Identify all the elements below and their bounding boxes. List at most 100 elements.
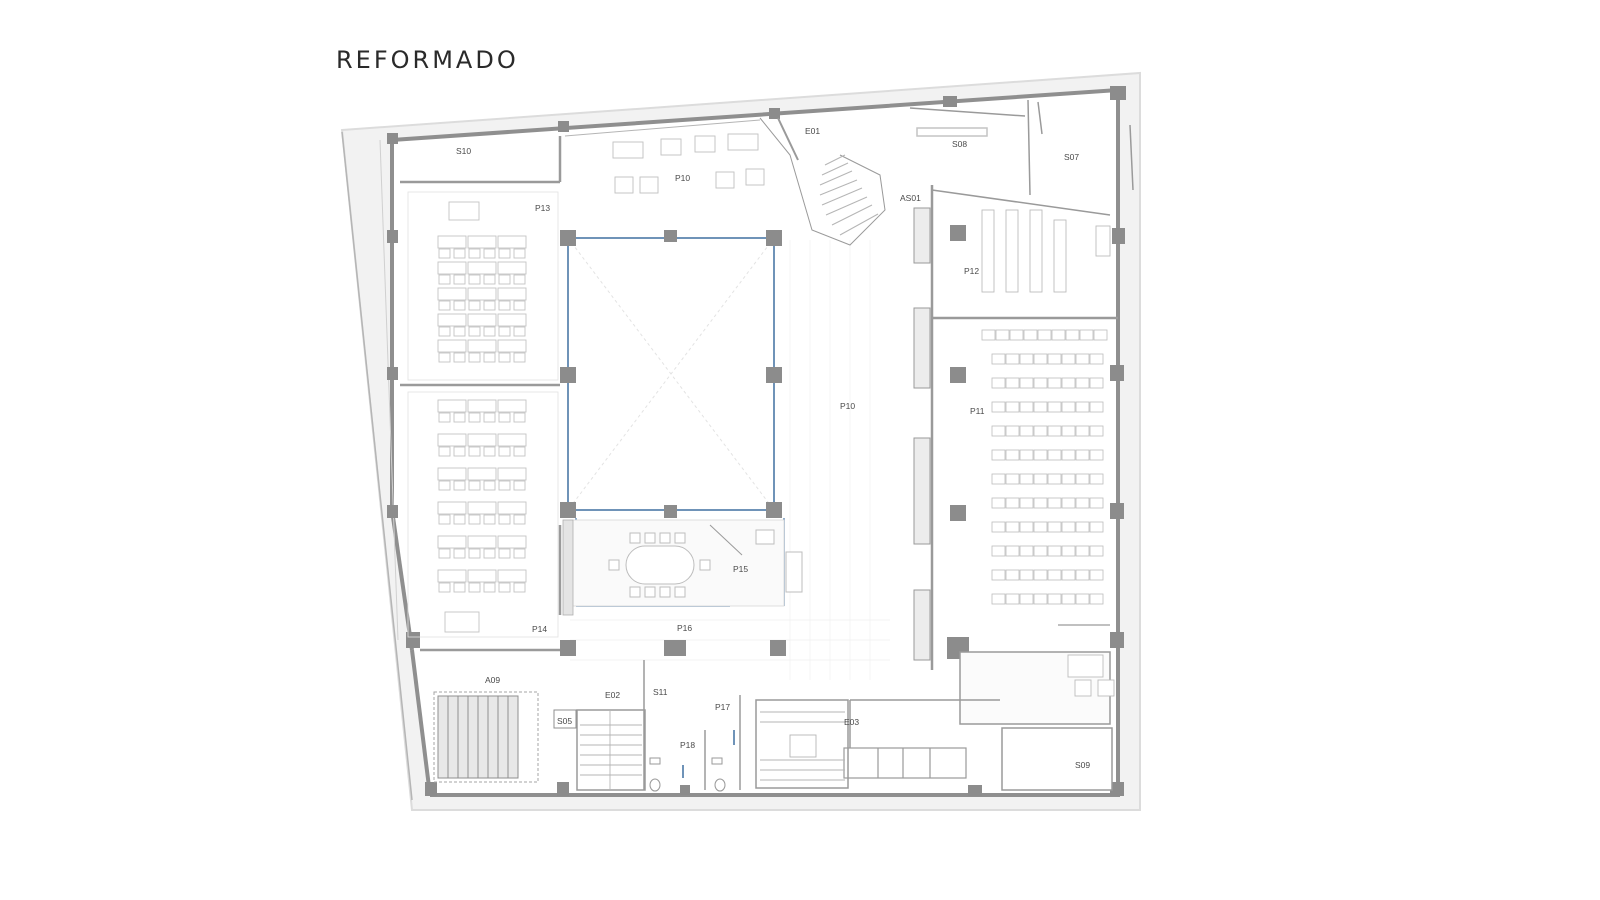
seat	[1061, 569, 1076, 581]
label-as01: AS01	[900, 193, 921, 203]
chair	[513, 514, 526, 525]
seat	[1033, 521, 1048, 533]
seat	[1061, 521, 1076, 533]
chair	[438, 480, 451, 491]
chair	[438, 412, 451, 423]
seat	[1075, 545, 1090, 557]
seat	[1033, 425, 1048, 437]
seat	[1089, 425, 1104, 437]
desk	[467, 433, 497, 447]
desk	[497, 399, 527, 413]
chair	[453, 326, 466, 337]
core-south	[576, 660, 849, 791]
desk	[437, 399, 467, 413]
seat	[1075, 593, 1090, 605]
plan-title: REFORMADO	[336, 46, 519, 74]
chair	[483, 326, 496, 337]
chair	[513, 582, 526, 593]
seat	[1005, 377, 1020, 389]
seat	[1047, 569, 1062, 581]
seat	[991, 593, 1006, 605]
seat	[991, 377, 1006, 389]
desk	[467, 313, 497, 327]
desk	[437, 235, 467, 249]
seat	[1047, 449, 1062, 461]
seat	[991, 401, 1006, 413]
chair	[513, 326, 526, 337]
seat	[1047, 593, 1062, 605]
atrium-void	[560, 225, 969, 659]
seat	[1061, 449, 1076, 461]
chair	[498, 300, 511, 311]
seat	[1075, 497, 1090, 509]
chair	[468, 548, 481, 559]
chair	[453, 582, 466, 593]
seat	[1033, 377, 1048, 389]
seat	[1089, 449, 1104, 461]
label-s07: S07	[1064, 152, 1079, 162]
chair	[483, 514, 496, 525]
stair-e01	[759, 117, 886, 246]
seat	[991, 545, 1006, 557]
chair	[468, 300, 481, 311]
label-s09: S09	[1075, 760, 1090, 770]
seat	[1005, 425, 1020, 437]
seat	[1033, 401, 1048, 413]
ne-rooms	[909, 99, 1134, 216]
lounge-seating	[612, 133, 765, 194]
chair	[513, 274, 526, 285]
label-s05: S05	[557, 716, 572, 726]
seat	[991, 521, 1006, 533]
seat	[1061, 425, 1076, 437]
seat	[1051, 329, 1066, 341]
seat	[1047, 473, 1062, 485]
label-a09: A09	[485, 675, 500, 685]
desk	[467, 501, 497, 515]
seat	[1089, 521, 1104, 533]
seat	[991, 425, 1006, 437]
stair-treads-e02	[580, 710, 642, 790]
seat	[1005, 545, 1020, 557]
chair	[513, 352, 526, 363]
desk	[467, 287, 497, 301]
seat	[1061, 545, 1076, 557]
partitions	[400, 136, 562, 652]
seat	[1019, 497, 1034, 509]
seat	[1033, 473, 1048, 485]
chair	[513, 446, 526, 457]
seat	[991, 497, 1006, 509]
classroom-desks-west	[437, 235, 527, 593]
desk	[497, 467, 527, 481]
desk	[437, 501, 467, 515]
conference-table	[608, 529, 803, 598]
chair	[468, 326, 481, 337]
chair	[498, 248, 511, 259]
chair	[498, 412, 511, 423]
chair	[438, 274, 451, 285]
label-p10-top: P10	[675, 173, 690, 183]
seat	[1079, 329, 1094, 341]
desk	[467, 467, 497, 481]
seat	[1065, 329, 1080, 341]
chair	[513, 480, 526, 491]
seat	[1019, 353, 1034, 365]
seat	[1005, 401, 1020, 413]
seat	[1047, 401, 1062, 413]
bleachers-a09	[433, 691, 539, 783]
seat	[1033, 353, 1048, 365]
seat	[1005, 521, 1020, 533]
label-s10: S10	[456, 146, 471, 156]
chair	[438, 446, 451, 457]
chair	[483, 248, 496, 259]
desk	[437, 433, 467, 447]
chair	[498, 326, 511, 337]
desk	[437, 535, 467, 549]
desk	[467, 235, 497, 249]
seat	[1089, 593, 1104, 605]
chair	[453, 446, 466, 457]
seat	[1089, 545, 1104, 557]
desk	[437, 569, 467, 583]
desk	[437, 339, 467, 353]
desk	[437, 467, 467, 481]
